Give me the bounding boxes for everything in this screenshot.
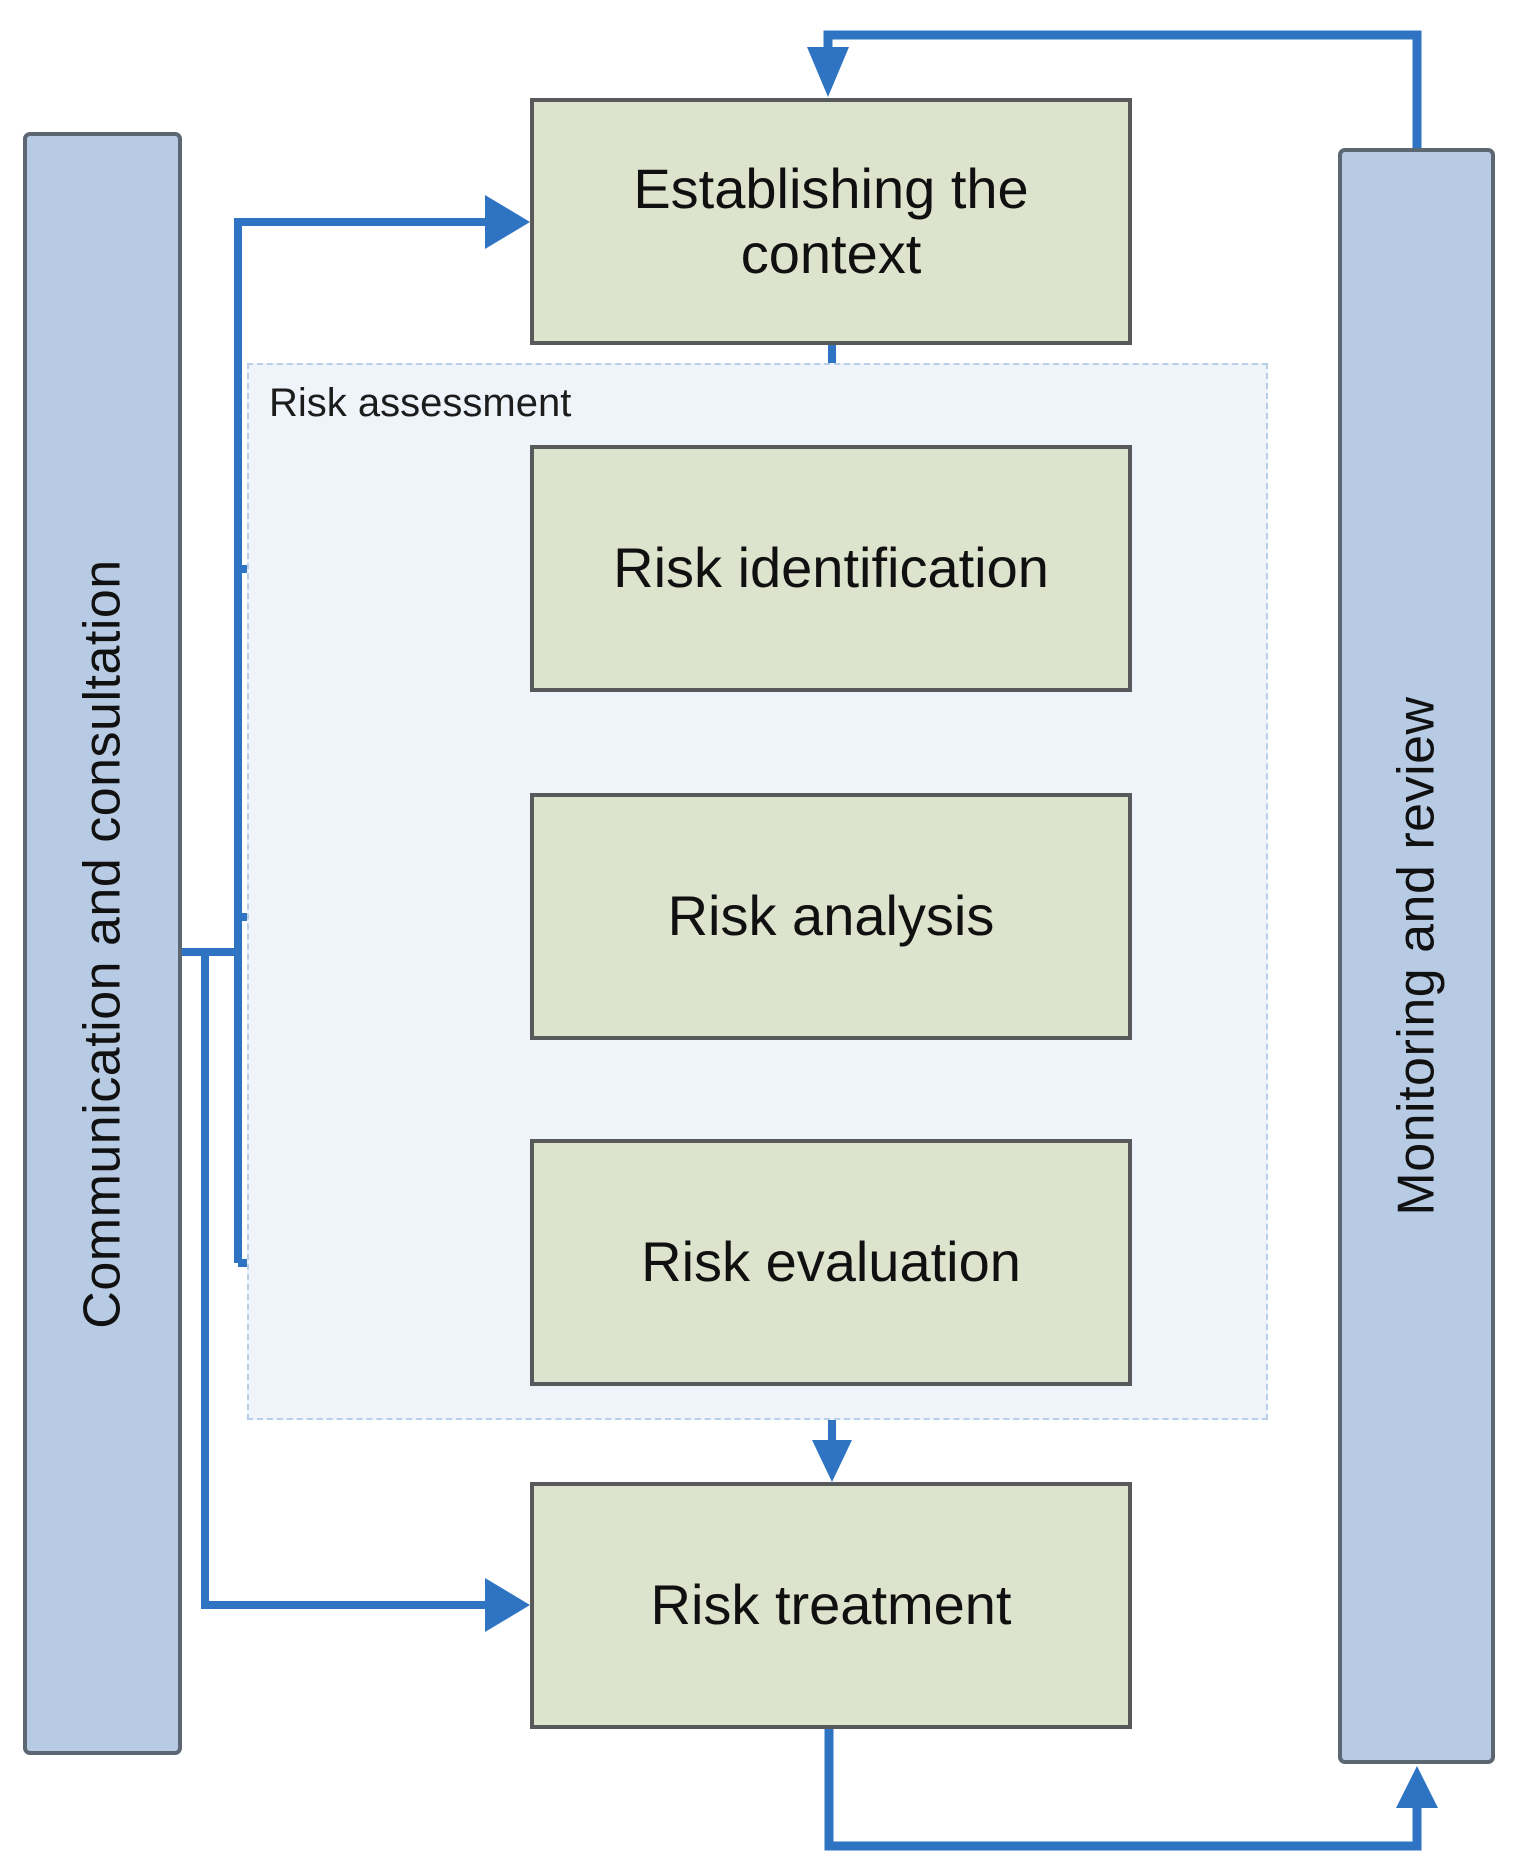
arrowhead-down-context-icon xyxy=(807,47,849,97)
top-loop-line xyxy=(823,30,1422,148)
arrowhead-up-monitoring-icon xyxy=(1396,1766,1438,1808)
risk-evaluation-label: Risk evaluation xyxy=(641,1230,1021,1294)
process-box-risk-identification: Risk identification xyxy=(530,445,1132,692)
risk-identification-label: Risk identification xyxy=(613,536,1049,600)
feeder-treatment-trunk-line xyxy=(201,950,490,1609)
risk-assessment-label: Risk assessment xyxy=(269,381,572,425)
monitoring-review-label: Monitoring and review xyxy=(1387,696,1446,1216)
process-box-risk-treatment: Risk treatment xyxy=(530,1482,1132,1729)
process-box-risk-analysis: Risk analysis xyxy=(530,793,1132,1040)
establishing-context-label: Establishing the context xyxy=(633,157,1029,285)
monitoring-review-bar: Monitoring and review xyxy=(1338,148,1495,1764)
communication-consultation-bar: Communication and consultation xyxy=(23,132,182,1755)
risk-analysis-label: Risk analysis xyxy=(667,884,995,948)
communication-consultation-label: Communication and consultation xyxy=(73,558,132,1329)
feedback-loop-lines xyxy=(823,30,1422,1851)
arrowhead-right-treatment-icon xyxy=(485,1578,530,1632)
bottom-loop-line xyxy=(824,1729,1422,1851)
arrowhead-down-treatment-icon xyxy=(812,1440,852,1482)
arrowhead-right-context-icon xyxy=(485,195,530,249)
process-box-risk-evaluation: Risk evaluation xyxy=(530,1139,1132,1386)
process-box-establishing-context: Establishing the context xyxy=(530,98,1132,345)
risk-treatment-label: Risk treatment xyxy=(650,1573,1012,1637)
